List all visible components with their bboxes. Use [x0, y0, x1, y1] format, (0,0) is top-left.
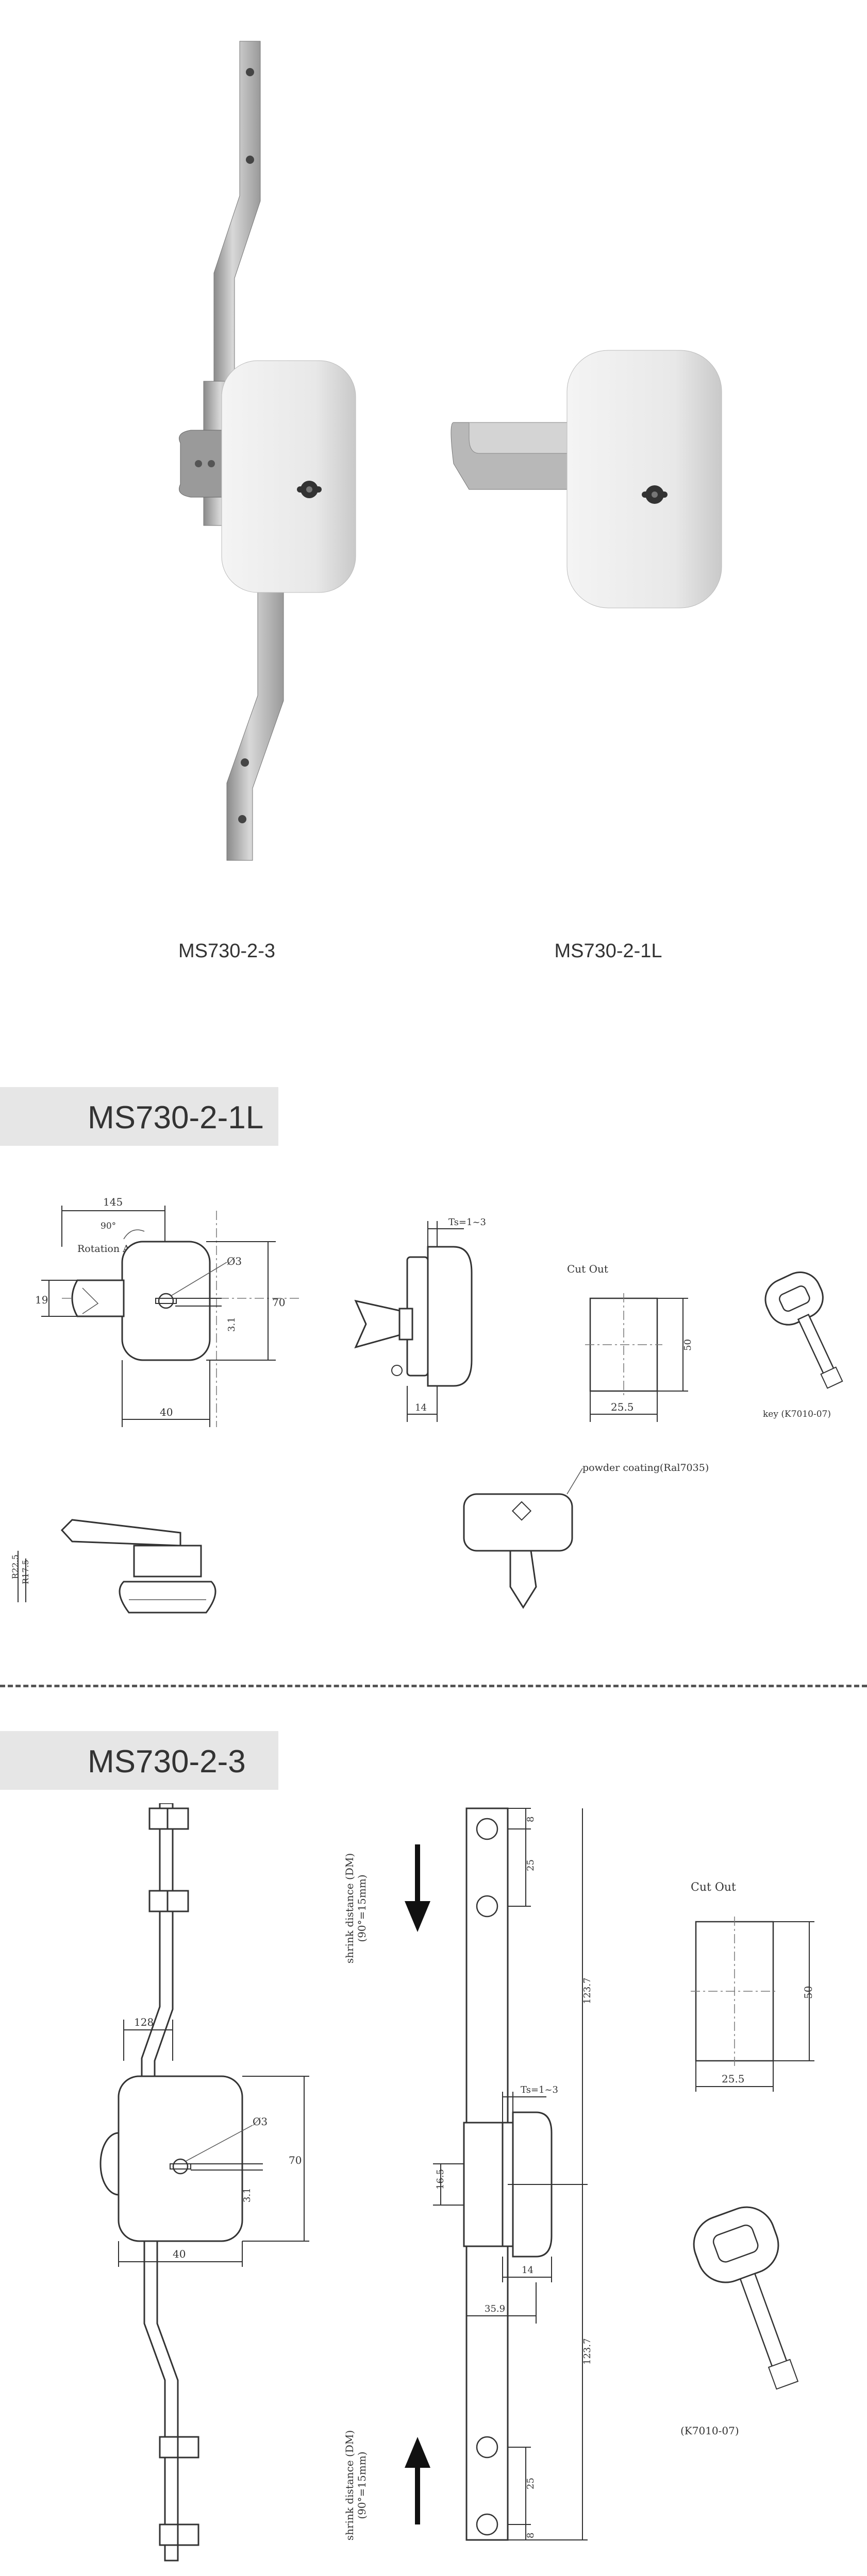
drawing-cut-out-2: Cut Out 50 25.5: [691, 1881, 814, 2092]
coating-label: powder coating(Ral7035): [582, 1462, 709, 1473]
drawing-key: key (K7010-07): [763, 1272, 843, 1419]
cut-out-label: Cut Out: [567, 1263, 608, 1275]
section-title: MS730-2-1L: [88, 1100, 264, 1136]
dim-40: 40: [160, 1406, 173, 1418]
dim-8-top: 8: [525, 1817, 536, 1822]
dim-3-1-2: 3.1: [242, 2188, 253, 2202]
dim-r22-5: R22.5: [10, 1554, 20, 1579]
dim-rotation-deg: 90°: [101, 1221, 116, 1231]
dim-ts-2: Ts=1~3: [521, 2084, 558, 2095]
cut-out-width-2: 25.5: [722, 2073, 745, 2085]
dim-25-top: 25: [525, 1859, 536, 1871]
dim-3-1: 3.1: [226, 1317, 237, 1332]
dim-8-bottom: 8: [525, 2533, 536, 2538]
product-photo-ms730-2-1l: [451, 350, 722, 608]
cut-out-height: 50: [682, 1339, 693, 1351]
section-title: MS730-2-3: [88, 1744, 246, 1780]
key-label: key (K7010-07): [763, 1409, 831, 1419]
section-header-ms730-2-1l: MS730-2-1L: [0, 1087, 278, 1146]
dim-128: 128: [134, 2016, 154, 2028]
product-photo-ms730-2-3: [179, 41, 356, 861]
dim-70: 70: [272, 1296, 285, 1309]
cut-out-label-2: Cut Out: [691, 1881, 736, 1894]
dim-dia3: Ø3: [227, 1255, 242, 1267]
caption-ms730-2-1l: MS730-2-1L: [554, 940, 662, 962]
drawing-side-view: Ts=1~3 14: [354, 1217, 486, 1422]
dim-14-2: 14: [522, 2265, 533, 2276]
dim-123-7-top: 123.7: [582, 1977, 593, 2004]
arrow-up-icon: [405, 2437, 430, 2524]
dim-145: 145: [103, 1196, 123, 1208]
cut-out-width: 25.5: [611, 1401, 634, 1413]
drawing-key-2: (K7010-07): [680, 2206, 799, 2437]
section-divider: [0, 1685, 867, 1687]
drawing-cut-out: Cut Out 50 25.5: [567, 1263, 693, 1422]
dim-123-7-bottom: 123.7: [582, 2338, 593, 2365]
dim-70-2: 70: [289, 2154, 302, 2166]
drawing-coating-view: powder coating(Ral7035): [463, 1462, 709, 1609]
dim-16-5: 16.5: [435, 2169, 446, 2190]
arrow-down-icon: [405, 1844, 430, 1932]
dim-40-2: 40: [173, 2248, 186, 2260]
caption-ms730-2-3: MS730-2-3: [178, 940, 275, 962]
dim-dia3-2: Ø3: [253, 2115, 268, 2128]
dim-r17-5: R17.5: [21, 1560, 30, 1584]
dim-ts: Ts=1~3: [448, 1217, 486, 1228]
drawing-front-view: 145 90° Rotation Angle 19 Ø3 70 3.1 40: [35, 1196, 299, 1427]
dim-14: 14: [415, 1402, 427, 1413]
cut-out-height-2: 50: [802, 1986, 814, 1999]
dim-25-bottom: 25: [525, 2478, 536, 2489]
section-header-ms730-2-3: MS730-2-3: [0, 1731, 278, 1790]
drawing-front-view-2: 128 Ø3 70 3.1 40: [99, 1803, 309, 2562]
key-label-2: (K7010-07): [680, 2425, 739, 2437]
drawing-lower-view: R22.5 R17.5: [10, 1519, 216, 1614]
drawing-side-view-2: 8 25 123.7 Ts=1~3 16.5 14 35.9 123.7 25 …: [433, 1807, 593, 2541]
dim-19: 19: [35, 1294, 48, 1306]
dim-35-9: 35.9: [485, 2303, 505, 2314]
